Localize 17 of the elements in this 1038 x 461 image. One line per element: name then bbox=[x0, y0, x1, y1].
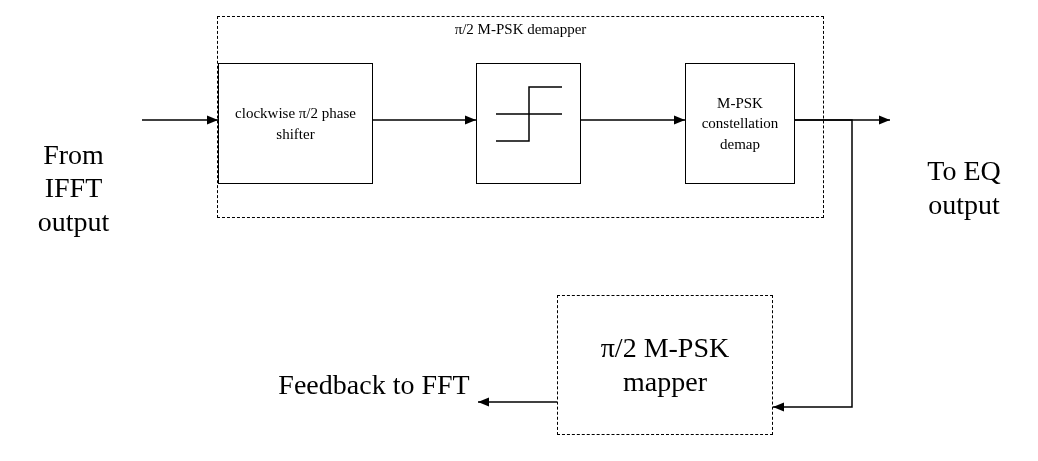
arrow bbox=[772, 119, 853, 412]
block-label: clockwise π/2 phase shifter bbox=[234, 104, 357, 144]
arrow bbox=[141, 115, 219, 125]
arrow bbox=[580, 115, 686, 125]
block-label: From IFFT output bbox=[36, 137, 111, 239]
group-title: π/2 M-PSK demapper bbox=[454, 20, 587, 39]
arrow bbox=[372, 115, 477, 125]
block-label: Feedback to FFT bbox=[277, 368, 471, 402]
mapper-box bbox=[557, 295, 773, 435]
demap-box bbox=[685, 63, 795, 184]
arrow bbox=[477, 397, 558, 407]
phase-shifter-box bbox=[218, 63, 373, 184]
demapper-group bbox=[217, 16, 824, 218]
block-label: π/2 M-PSK mapper bbox=[599, 331, 731, 399]
quantizer-box bbox=[476, 63, 581, 184]
block-label: M-PSK constellation demap bbox=[700, 94, 780, 154]
block-label: To EQ output bbox=[926, 154, 1002, 222]
